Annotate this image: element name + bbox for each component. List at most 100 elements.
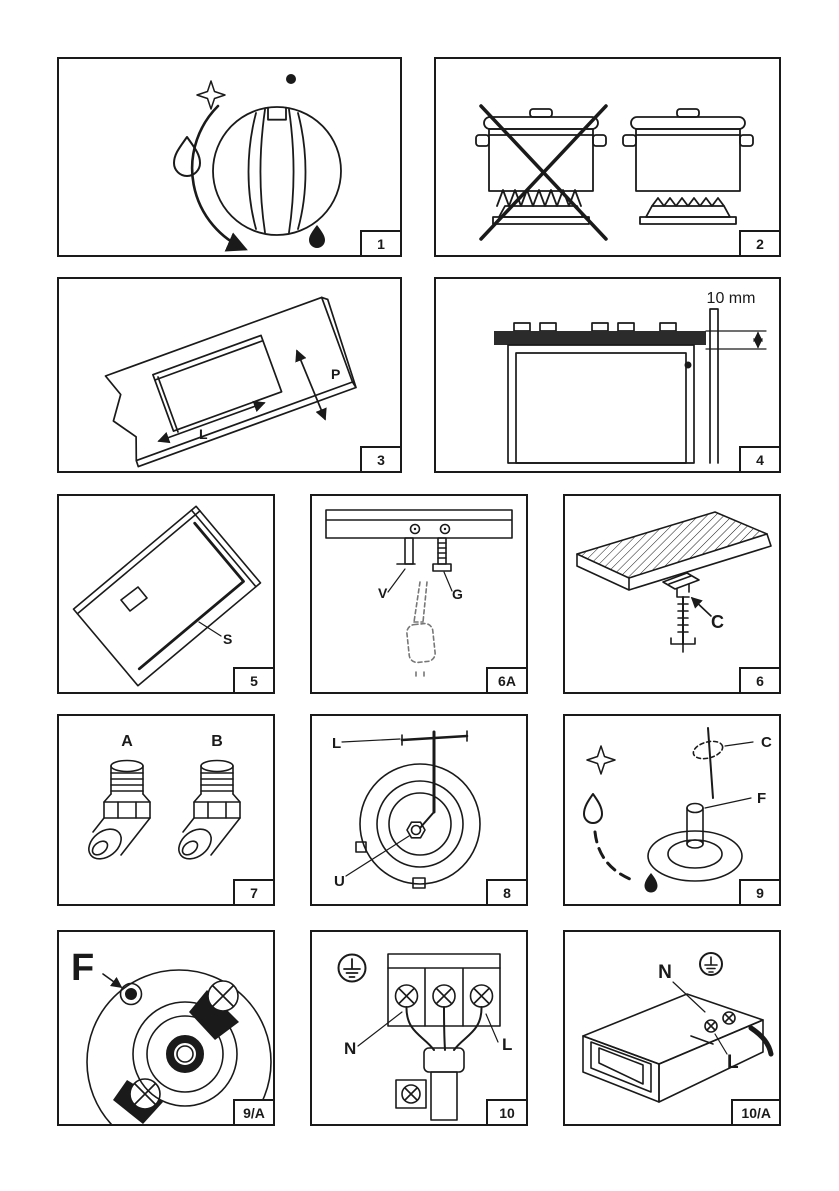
live-label: L xyxy=(727,1052,739,1073)
live-leader-line xyxy=(714,1033,728,1055)
bracket-illustration: V G xyxy=(325,509,513,680)
clamp-screw xyxy=(670,596,696,653)
large-flame-icon xyxy=(173,136,201,177)
neutral-leader-line xyxy=(672,981,706,1013)
spark-icon xyxy=(586,745,616,775)
figure-panel-clearance: 10 mm 4 xyxy=(434,277,781,473)
figure-panel-lighting: C F 9 xyxy=(563,714,781,906)
injector-leader-arrow xyxy=(102,973,123,988)
figure-number-badge: 5 xyxy=(233,667,273,692)
fittings-illustration: A B xyxy=(88,733,241,860)
depth-dimension-arrow xyxy=(295,349,327,421)
figure-number-badge: 8 xyxy=(486,879,526,904)
hook-leader-line xyxy=(443,571,453,592)
fitting-a xyxy=(88,759,151,860)
burner-illustration: L U xyxy=(332,730,481,890)
fixing-pin xyxy=(400,730,469,829)
earth-symbol xyxy=(699,952,723,976)
live-label: L xyxy=(502,1035,512,1054)
cup-label: F xyxy=(757,790,766,807)
figure-panel-cutout: L P 3 xyxy=(57,277,402,473)
width-dimension-label: L xyxy=(199,426,208,442)
depth-dimension-label: P xyxy=(331,366,340,382)
clamp-illustration: C xyxy=(576,511,772,653)
pots-illustration xyxy=(475,104,754,241)
cup-leader-line xyxy=(704,797,752,809)
figure-number-badge: 10/A xyxy=(731,1099,779,1124)
burner-cup xyxy=(647,802,743,882)
width-dimension-arrow xyxy=(157,400,266,444)
figure-panel-clamp: C 6 xyxy=(563,494,781,694)
figure-number-badge: 9/A xyxy=(233,1099,273,1124)
cabinet xyxy=(507,344,695,464)
fixing-clip xyxy=(120,586,148,612)
cable xyxy=(423,1047,465,1121)
injector-illustration: F xyxy=(71,947,272,1124)
side-wall xyxy=(709,308,719,464)
clamp-label: C xyxy=(711,612,724,632)
rotation-arrow xyxy=(190,104,248,252)
worktop-edge-lines xyxy=(576,533,772,591)
clamp-leader-arrow xyxy=(690,596,712,617)
fitting-b-label: B xyxy=(211,733,223,750)
terminal-box-3d xyxy=(582,993,764,1103)
figure-number-badge: 6 xyxy=(739,667,779,692)
screw-leader-line xyxy=(387,568,406,593)
seal-leader-line xyxy=(198,621,222,637)
hob-top xyxy=(494,322,706,345)
cable-clamp-screw xyxy=(395,1079,427,1109)
closeup-circle xyxy=(86,969,272,1124)
hob-edge-hatched xyxy=(576,511,768,579)
fixing-bracket xyxy=(396,537,452,572)
injector-rings xyxy=(132,1001,238,1107)
fitting-b xyxy=(178,759,241,860)
injector-dot xyxy=(125,988,137,1000)
seal-illustration: S xyxy=(72,505,262,687)
cable-illustration: N L xyxy=(582,952,774,1103)
flame-sequence-arc xyxy=(593,830,637,883)
figure-number-badge: 9 xyxy=(739,879,779,904)
control-knob xyxy=(212,106,342,236)
figure-panel-burner: L U 8 xyxy=(310,714,528,906)
knob-illustration xyxy=(173,74,342,252)
screw-label: V xyxy=(378,585,388,601)
injector-label: F xyxy=(71,947,94,989)
plug-label: L xyxy=(332,735,341,752)
figure-number-badge: 10 xyxy=(486,1099,526,1124)
figure-number-badge: 1 xyxy=(360,230,400,255)
worktop-thickness-edges xyxy=(135,296,357,468)
plug-leader-line xyxy=(341,738,401,743)
figure-panel-seal: S 5 xyxy=(57,494,275,694)
figure-number-badge: 6A xyxy=(486,667,526,692)
seal-label: S xyxy=(223,631,232,647)
nut-label: U xyxy=(334,873,345,890)
terminal-screws xyxy=(690,1011,736,1045)
lighter-leader-line xyxy=(724,741,754,747)
gas-lighter xyxy=(692,727,724,799)
nut-leader-line xyxy=(345,835,410,877)
figure-panel-pots: 2 xyxy=(434,57,781,257)
worktop-section xyxy=(325,509,513,539)
large-flame-zigzag xyxy=(496,189,582,207)
live-leader-line xyxy=(485,1013,499,1043)
small-flame-zigzag xyxy=(651,197,725,207)
fixing-clamp xyxy=(662,572,700,598)
lighting-illustration: C F xyxy=(583,727,772,893)
supply-cable xyxy=(748,1025,774,1057)
figure-panel-fittings: A B 7 xyxy=(57,714,275,906)
figure-panel-cable: N L 10/A xyxy=(563,930,781,1126)
phillips-screw xyxy=(129,1078,161,1110)
earth-symbol xyxy=(337,953,367,983)
neutral-label: N xyxy=(658,962,672,983)
large-flame-icon xyxy=(583,793,603,824)
correct-pot xyxy=(622,108,754,225)
screwdriver-icon xyxy=(406,581,436,680)
lighter-label: C xyxy=(761,734,772,751)
hook-label: G xyxy=(452,586,463,602)
hob-underside xyxy=(72,505,262,687)
seal-strip xyxy=(137,521,245,671)
bracket-arm-dark xyxy=(189,990,239,1040)
cross-out-icon xyxy=(479,104,608,241)
union-nut xyxy=(406,821,426,839)
